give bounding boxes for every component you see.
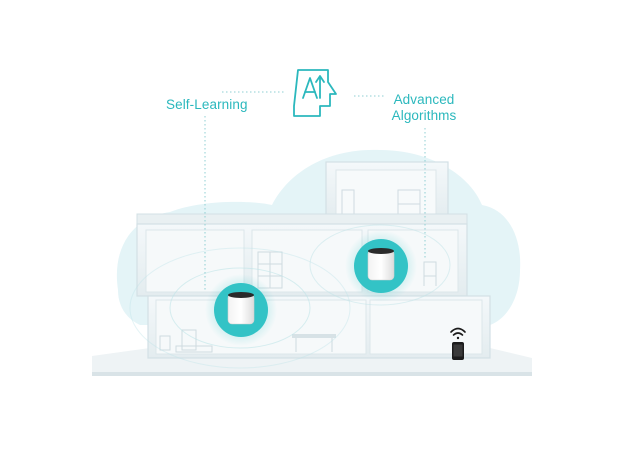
house-attic: [325, 161, 449, 221]
mesh-router-icon: [345, 230, 417, 302]
mesh-router-icon: [205, 274, 277, 346]
advanced-label-line1: Advanced: [393, 92, 455, 107]
advanced-label-line2: Algorithms: [391, 108, 457, 123]
smartphone-icon: [452, 342, 464, 360]
ai-head-icon: [293, 69, 337, 117]
house-lower-floor: [147, 295, 491, 359]
signal-arcs: [129, 224, 451, 369]
self-learning-label: Self-Learning: [166, 97, 248, 112]
leader-lines: [204, 91, 426, 292]
wifi-icon: [450, 327, 466, 340]
advanced-algorithms-label: Advanced Algorithms: [388, 92, 460, 124]
